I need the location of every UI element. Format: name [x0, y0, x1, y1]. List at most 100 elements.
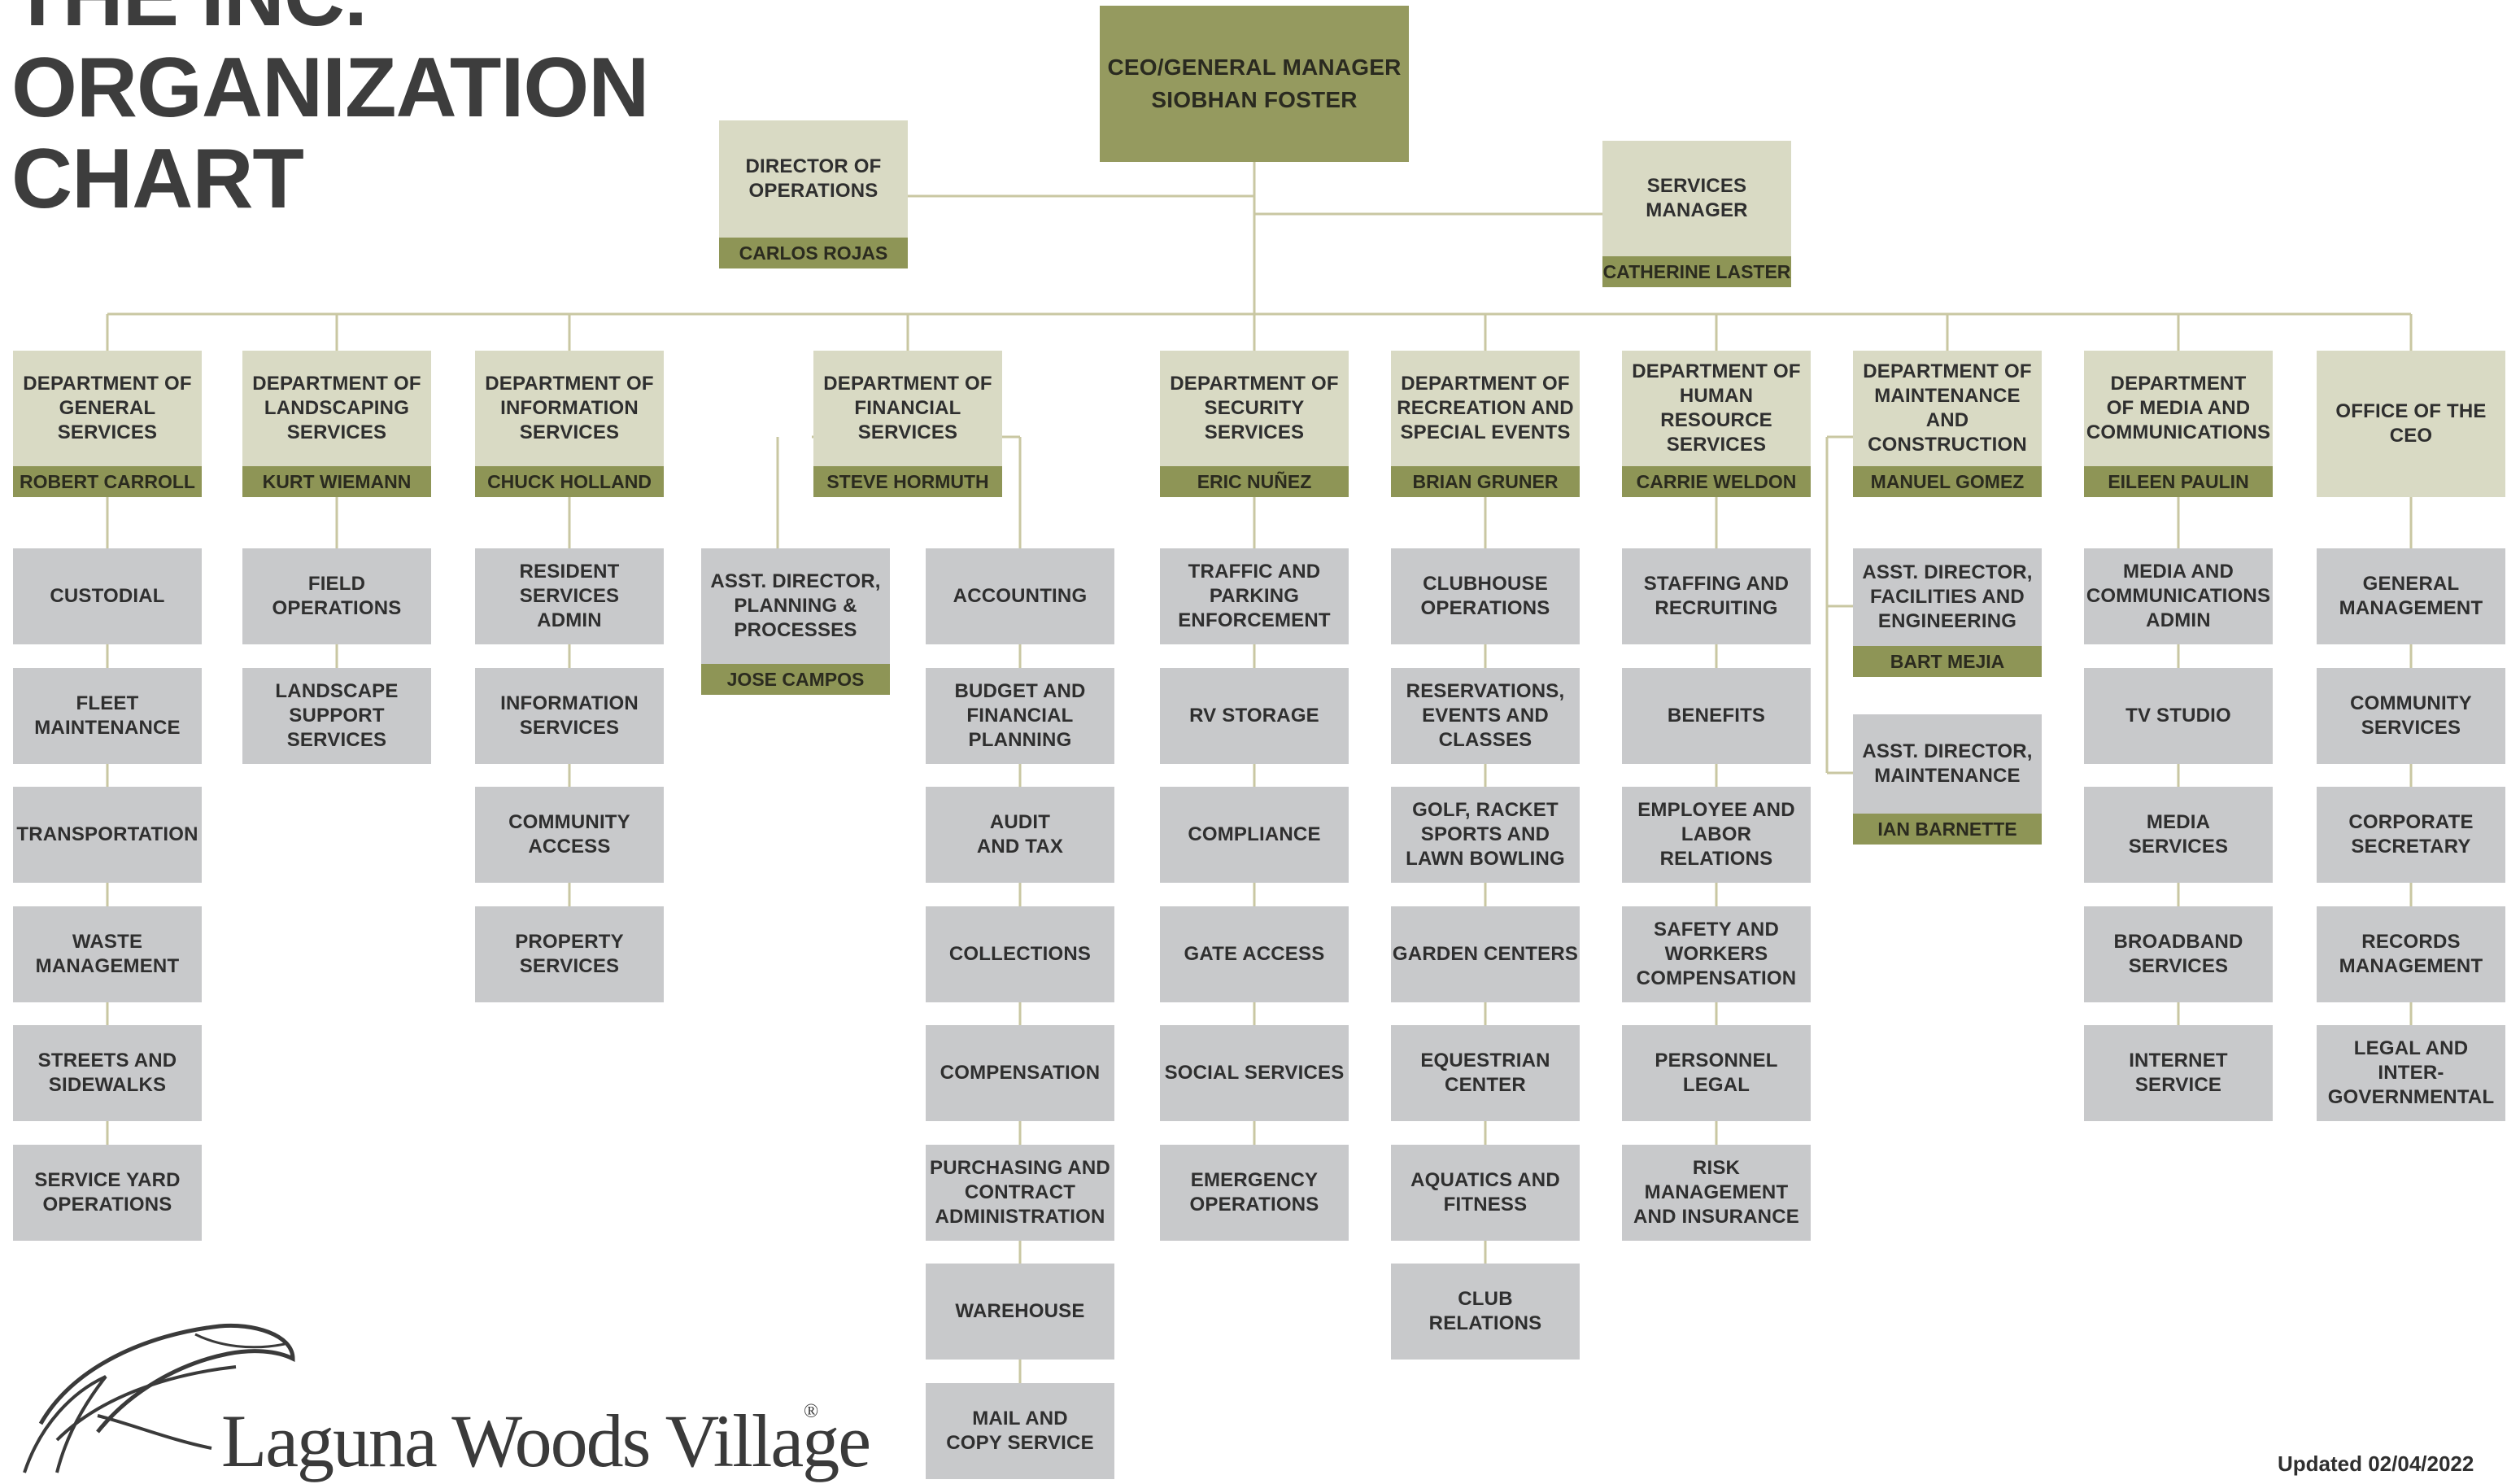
- unit-box: MEDIA AND COMMUNICATIONS ADMIN: [2084, 548, 2273, 644]
- unit-box-title: INTERNET SERVICE: [2129, 1050, 2228, 1096]
- unit-box: COMMUNITY SERVICES: [2317, 667, 2505, 764]
- unit-box-title: TV STUDIO: [2125, 704, 2231, 727]
- unit-box-title: SERVICE YARD OPERATIONS: [34, 1168, 181, 1216]
- unit-box-title: BUDGET AND FINANCIAL PLANNING: [954, 679, 1086, 751]
- unit-box: CLUB RELATIONS: [1391, 1264, 1580, 1360]
- updated-date: Updated 02/04/2022: [2278, 1451, 2474, 1476]
- unit-box: RESIDENT SERVICES ADMIN: [475, 548, 664, 644]
- department-box-name: MANUEL GOMEZ: [1853, 466, 2042, 497]
- logo-wordmark: Laguna Woods Village: [221, 1399, 871, 1482]
- department-box-title: DEPARTMENT OF HUMAN RESOURCE SERVICES: [1632, 360, 1801, 456]
- unit-box-title: BENEFITS: [1667, 704, 1766, 727]
- unit-box: BROADBAND SERVICES: [2084, 906, 2273, 1002]
- department-box-name: STEVE HORMUTH: [813, 466, 1002, 497]
- assistant-director-box-name: BART MEJIA: [1853, 646, 2042, 677]
- department-box: OFFICE OF THE CEO: [2317, 351, 2505, 497]
- unit-box: STAFFING AND RECRUITING: [1622, 548, 1811, 644]
- unit-box: CLUBHOUSE OPERATIONS: [1391, 548, 1580, 644]
- unit-box: SERVICE YARD OPERATIONS: [13, 1144, 202, 1241]
- unit-box: RISK MANAGEMENT AND INSURANCE: [1622, 1144, 1811, 1241]
- unit-box-title: STAFFING AND RECRUITING: [1643, 573, 1790, 619]
- unit-box-title: ACCOUNTING: [953, 585, 1088, 607]
- unit-box-title: MEDIA AND COMMUNICATIONS ADMIN: [2086, 561, 2271, 631]
- director-of-operations-box-title: DIRECTOR OF OPERATIONS: [745, 155, 882, 202]
- assistant-director-box-title: ASST. DIRECTOR, PLANNING & PROCESSES: [710, 570, 881, 641]
- unit-box: PROPERTY SERVICES: [475, 906, 664, 1002]
- unit-box: WASTE MANAGEMENT: [13, 906, 202, 1002]
- department-box: DEPARTMENT OF RECREATION AND SPECIAL EVE…: [1391, 351, 1580, 497]
- assistant-director-box: ASST. DIRECTOR, FACILITIES AND ENGINEERI…: [1853, 548, 2042, 677]
- unit-box-title: CLUBHOUSE OPERATIONS: [1420, 573, 1550, 619]
- unit-box-title: CLUB RELATIONS: [1428, 1288, 1542, 1334]
- unit-box-title: CUSTODIAL: [50, 585, 165, 607]
- director-of-operations-box: DIRECTOR OF OPERATIONS CARLOS ROJAS: [719, 120, 908, 268]
- department-box-name: CARRIE WELDON: [1622, 466, 1811, 497]
- unit-box-title: INFORMATION SERVICES: [500, 692, 639, 739]
- assistant-director-box-title: ASST. DIRECTOR, MAINTENANCE: [1862, 740, 2033, 787]
- unit-box: MAIL AND COPY SERVICE: [926, 1382, 1114, 1479]
- unit-box-title: GOLF, RACKET SPORTS AND LAWN BOWLING: [1406, 799, 1565, 870]
- unit-box: PURCHASING AND CONTRACT ADMINISTRATION: [926, 1144, 1114, 1241]
- unit-box: FLEET MAINTENANCE: [13, 667, 202, 764]
- unit-box: GATE ACCESS: [1160, 906, 1349, 1002]
- director-of-operations-box-name: CARLOS ROJAS: [719, 238, 908, 268]
- unit-box-title: GATE ACCESS: [1184, 942, 1325, 965]
- department-box-title: DEPARTMENT OF GENERAL SERVICES: [23, 373, 192, 443]
- unit-box: INTERNET SERVICE: [2084, 1025, 2273, 1121]
- department-box: DEPARTMENT OF HUMAN RESOURCE SERVICES CAR…: [1622, 351, 1811, 497]
- unit-box: SAFETY AND WORKERS COMPENSATION: [1622, 906, 1811, 1002]
- leaf-logo-icon: [23, 1323, 295, 1473]
- unit-box-title: RECORDS MANAGEMENT: [2339, 930, 2483, 977]
- unit-box-title: RV STORAGE: [1189, 704, 1319, 727]
- unit-box-title: COLLECTIONS: [948, 942, 1092, 965]
- unit-box: RESERVATIONS, EVENTS AND CLASSES: [1391, 667, 1580, 764]
- unit-box-title: STREETS AND SIDEWALKS: [37, 1050, 177, 1096]
- unit-box-title: COMPENSATION: [940, 1062, 1101, 1084]
- department-box-title: DEPARTMENT OF INFORMATION SERVICES: [485, 373, 654, 443]
- unit-box: BENEFITS: [1622, 667, 1811, 764]
- unit-box-title: PROPERTY SERVICES: [515, 930, 624, 977]
- unit-box: CUSTODIAL: [13, 548, 202, 644]
- department-box-name: KURT WIEMANN: [242, 466, 431, 497]
- unit-box: STREETS AND SIDEWALKS: [13, 1025, 202, 1121]
- unit-box: LEGAL AND INTER- GOVERNMENTAL: [2317, 1025, 2505, 1121]
- unit-box-title: AUDIT AND TAX: [976, 811, 1064, 858]
- unit-box-title: PERSONNEL LEGAL: [1655, 1050, 1778, 1096]
- unit-box-title: LANDSCAPE SUPPORT SERVICES: [275, 679, 399, 751]
- unit-box-title: COMMUNITY SERVICES: [2350, 692, 2472, 739]
- department-box-name: BRIAN GRUNER: [1391, 466, 1580, 497]
- department-box-name: CHUCK HOLLAND: [475, 466, 664, 497]
- department-box-title: DEPARTMENT OF LANDSCAPING SERVICES: [252, 373, 421, 443]
- unit-box-title: CORPORATE SECRETARY: [2348, 811, 2474, 858]
- unit-box: GOLF, RACKET SPORTS AND LAWN BOWLING: [1391, 787, 1580, 883]
- unit-box: TV STUDIO: [2084, 667, 2273, 764]
- department-box-name: ROBERT CARROLL: [13, 466, 202, 497]
- unit-box-title: LEGAL AND INTER- GOVERNMENTAL: [2327, 1037, 2495, 1108]
- unit-box-title: TRANSPORTATION: [16, 823, 198, 845]
- unit-box-title: WASTE MANAGEMENT: [35, 930, 180, 977]
- unit-box: WAREHOUSE: [926, 1264, 1114, 1360]
- unit-box-title: FLEET MAINTENANCE: [34, 692, 181, 739]
- department-box: DEPARTMENT OF INFORMATION SERVICES CHUCK …: [475, 351, 664, 497]
- department-box-title: DEPARTMENT OF RECREATION AND SPECIAL EVE…: [1397, 373, 1574, 443]
- unit-box-title: COMPLIANCE: [1188, 823, 1321, 845]
- department-box-name: ERIC NUÑEZ: [1160, 466, 1349, 497]
- unit-box: COLLECTIONS: [926, 906, 1114, 1002]
- unit-box: EMERGENCY OPERATIONS: [1160, 1144, 1349, 1241]
- department-box: DEPARTMENT OF SECURITY SERVICES ERIC NUÑE…: [1160, 351, 1349, 497]
- unit-box: CORPORATE SECRETARY: [2317, 787, 2505, 883]
- unit-box: ACCOUNTING: [926, 548, 1114, 644]
- unit-box-title: EMERGENCY OPERATIONS: [1189, 1168, 1319, 1216]
- unit-box-title: MAIL AND COPY SERVICE: [946, 1407, 1094, 1454]
- department-box-name: EILEEN PAULIN: [2084, 466, 2273, 497]
- unit-box-title: PURCHASING AND CONTRACT ADMINISTRATION: [930, 1156, 1110, 1228]
- unit-box: LANDSCAPE SUPPORT SERVICES: [242, 667, 431, 764]
- unit-box: TRANSPORTATION: [13, 787, 202, 883]
- department-box-title: OFFICE OF THE CEO: [2335, 400, 2487, 447]
- department-box-title: DEPARTMENT OF SECURITY SERVICES: [1170, 373, 1339, 443]
- unit-box-title: MEDIA SERVICES: [2128, 811, 2229, 858]
